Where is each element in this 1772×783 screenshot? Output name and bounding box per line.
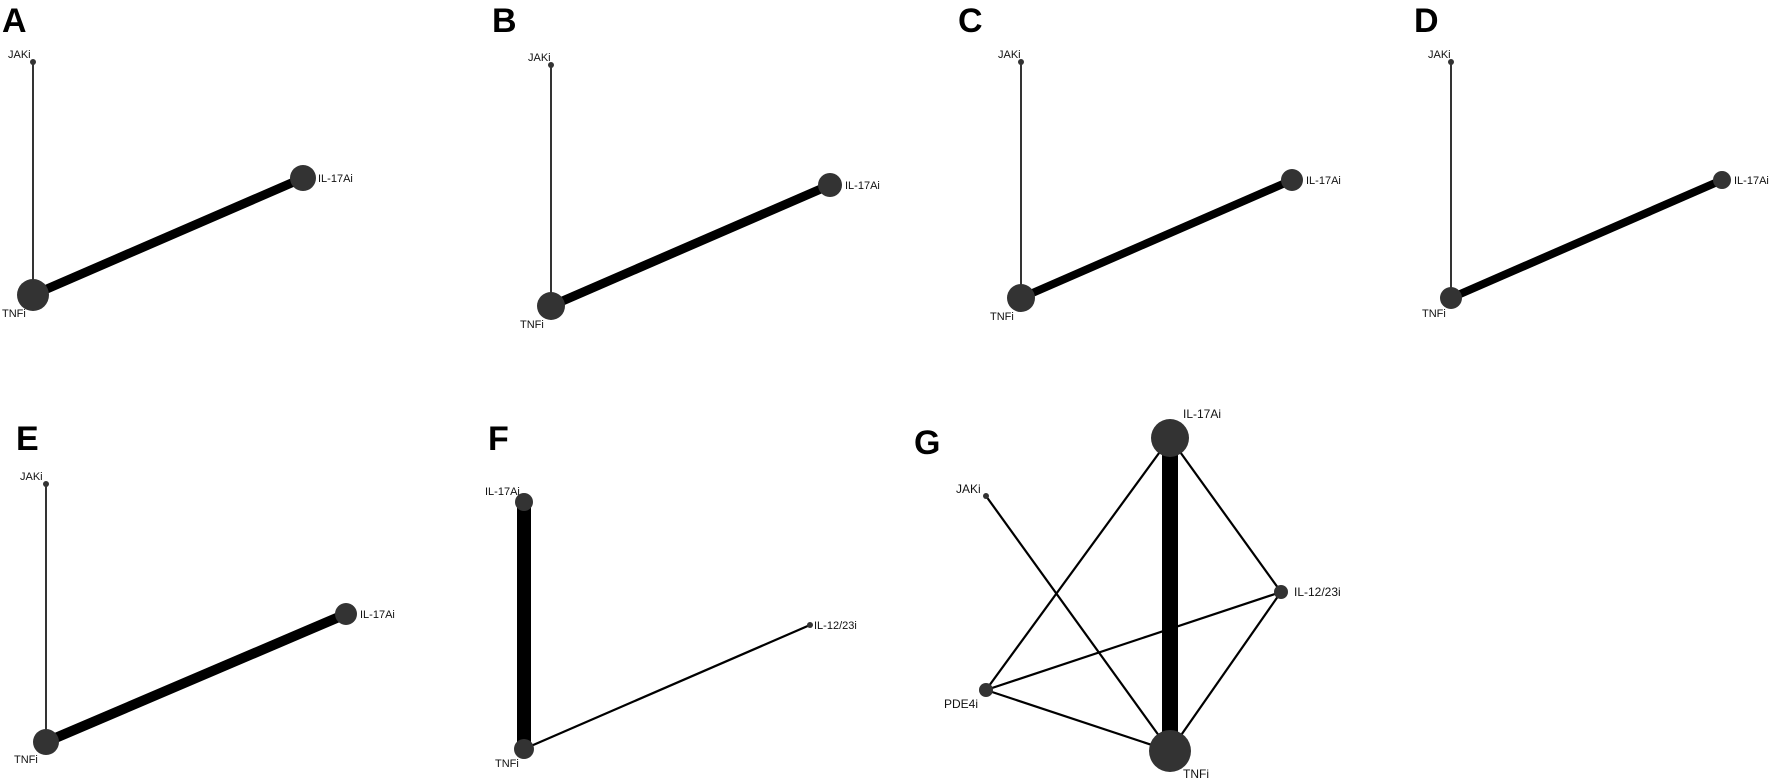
panel-f: F IL-17Ai IL-12/23i TNFi <box>485 420 857 770</box>
panel-c: C JAKi IL-17Ai TNFi <box>958 2 1341 323</box>
panel-e: E JAKi IL-17Ai TNFi <box>14 420 395 766</box>
label-tnfi: TNFi <box>990 311 1014 323</box>
node-il17ai <box>1151 419 1189 457</box>
label-tnfi: TNFi <box>14 754 38 766</box>
label-tnfi: TNFi <box>495 758 519 770</box>
label-pde4i: PDE4i <box>944 697 978 711</box>
label-jaki: JAKi <box>956 482 981 496</box>
node-il17ai <box>818 173 842 197</box>
label-il17ai: IL-17Ai <box>1734 175 1769 187</box>
node-jaki <box>548 62 554 68</box>
edge-il17ai-pde4i <box>985 437 1171 691</box>
label-jaki: JAKi <box>8 49 31 61</box>
node-il17ai <box>515 493 533 511</box>
node-il1223i <box>807 622 813 628</box>
label-il17ai: IL-17Ai <box>485 486 520 498</box>
label-tnfi: TNFi <box>520 319 544 331</box>
panel-letter-b: B <box>492 2 517 40</box>
panel-letter-d: D <box>1414 2 1439 40</box>
edge-tnfi-il17ai <box>1019 176 1294 302</box>
label-jaki: JAKi <box>528 52 551 64</box>
edge-tnfi-il1223i <box>523 623 811 751</box>
panel-letter-f: F <box>488 420 509 458</box>
edge-jaki-tnfi <box>985 495 1171 752</box>
node-tnfi <box>514 739 534 759</box>
node-tnfi <box>1007 284 1035 312</box>
panel-letter-g: G <box>914 424 940 462</box>
node-tnfi <box>1440 287 1462 309</box>
label-il17ai: IL-17Ai <box>1183 407 1221 421</box>
edge-tnfi-il17ai <box>44 609 348 747</box>
node-tnfi <box>1149 730 1191 772</box>
node-tnfi <box>537 292 565 320</box>
label-tnfi: TNFi <box>2 308 26 320</box>
edge-pde4i-tnfi <box>985 688 1171 753</box>
panel-letter-c: C <box>958 2 983 40</box>
label-il17ai: IL-17Ai <box>318 173 353 185</box>
node-il17ai <box>290 165 316 191</box>
label-il17ai: IL-17Ai <box>360 609 395 621</box>
edge-il17ai-il1223i <box>1169 437 1282 593</box>
node-jaki <box>30 59 36 65</box>
label-jaki: JAKi <box>20 471 43 483</box>
label-il17ai: IL-17Ai <box>845 180 880 192</box>
panel-letter-e: E <box>16 420 39 458</box>
edge-tnfi-il17ai <box>31 173 305 300</box>
node-il17ai <box>335 603 357 625</box>
label-jaki: JAKi <box>998 49 1021 61</box>
panel-g: G IL-17Ai JAKi IL-12/23i PDE4i TNFi <box>914 407 1341 781</box>
edge-pde4i-il1223i <box>985 590 1282 692</box>
node-tnfi <box>17 279 49 311</box>
edge-tnfi-il17ai <box>549 180 832 311</box>
edge-tnfi-il17ai <box>1449 176 1724 302</box>
label-jaki: JAKi <box>1428 49 1451 61</box>
label-il17ai: IL-17Ai <box>1306 175 1341 187</box>
edge-il1223i-tnfi <box>1169 591 1282 752</box>
panel-d: D JAKi IL-17Ai TNFi <box>1414 2 1769 320</box>
node-il17ai <box>1281 169 1303 191</box>
label-il1223i: IL-12/23i <box>1294 585 1341 599</box>
panel-a: A JAKi IL-17Ai TNFi <box>2 2 353 320</box>
node-jaki <box>1018 59 1024 65</box>
node-il1223i <box>1274 585 1288 599</box>
panel-letter-a: A <box>2 2 27 40</box>
node-jaki <box>43 481 49 487</box>
node-jaki <box>983 493 989 499</box>
label-il1223i: IL-12/23i <box>814 620 857 632</box>
node-il17ai <box>1713 171 1731 189</box>
label-tnfi: TNFi <box>1422 308 1446 320</box>
node-pde4i <box>979 683 993 697</box>
label-tnfi: TNFi <box>1183 767 1209 781</box>
node-jaki <box>1448 59 1454 65</box>
panel-b: B JAKi IL-17Ai TNFi <box>492 2 880 331</box>
node-tnfi <box>33 729 59 755</box>
